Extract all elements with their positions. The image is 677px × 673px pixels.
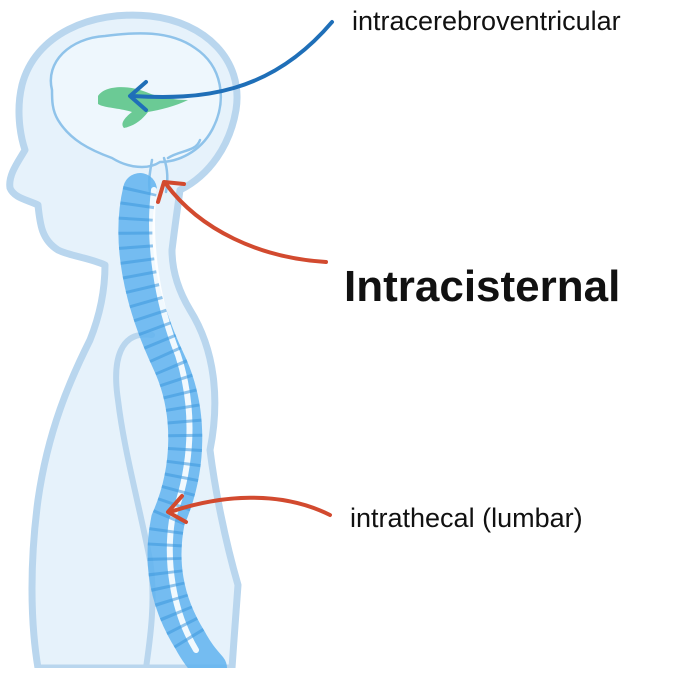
label-intrathecal: intrathecal (lumbar) <box>350 503 583 534</box>
label-intracisternal: Intracisternal <box>344 262 620 312</box>
label-intracerebroventricular: intracerebroventricular <box>352 6 621 37</box>
ic-arrow <box>166 184 326 262</box>
